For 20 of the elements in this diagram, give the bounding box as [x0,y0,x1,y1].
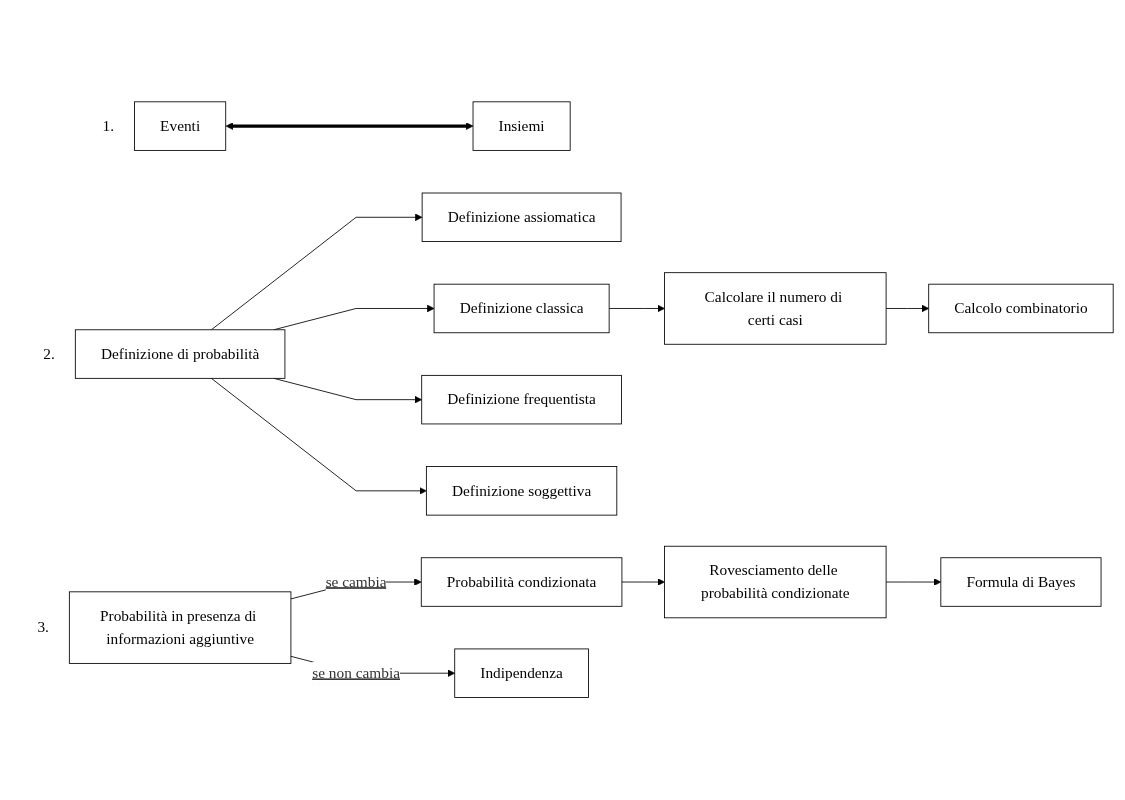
node-box: Rovesciamento delle probabilità condizionate [664,546,887,619]
node-box: Calcolo combinatorio [928,284,1114,334]
node-box: Probabilità condizionata [420,557,623,608]
edge-label: se non cambia [312,664,400,682]
node-box: Formula di Bayes [940,557,1102,608]
edge-label: se cambia [325,573,387,591]
arrow [225,122,474,131]
node-label: 2. [43,345,55,363]
node-label: 3. [37,619,49,637]
node-label: 1. [102,117,115,135]
node-box: Insiemi [472,101,571,152]
node-box: Definizione assiomatica [421,192,622,243]
node-box: Definizione soggettiva [425,466,618,516]
node-box: Indipendenza [454,648,589,699]
node-box: Calcolare il numero di certi casi [664,272,887,346]
node-box: Definizione frequentista [421,375,622,425]
node-box: Probabilità in presenza di informazioni aggiuntive [68,591,292,665]
node-box: Definizione di probabilità [74,329,286,380]
node-box: Definizione classica [433,284,610,334]
node-box: Eventi [134,101,227,152]
